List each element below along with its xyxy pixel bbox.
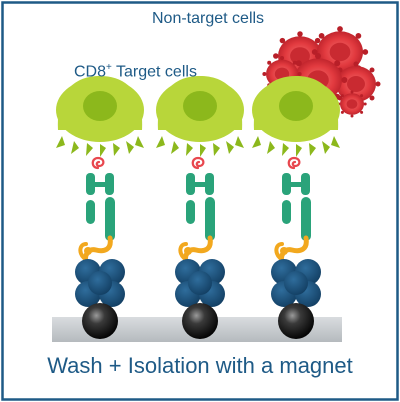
target-cells-label-main: CD8 [74,63,107,81]
red-blood-cell-icon [337,90,367,118]
target-cells-label-sup: + [106,62,112,73]
target-cells-label-rest: Target cells [111,63,197,81]
caption: Wash + Isolation with a magnet [47,353,353,378]
non-target-cells-label: Non-target cells [152,10,265,27]
target-cells-label: CD8+ Target cells [74,62,197,81]
